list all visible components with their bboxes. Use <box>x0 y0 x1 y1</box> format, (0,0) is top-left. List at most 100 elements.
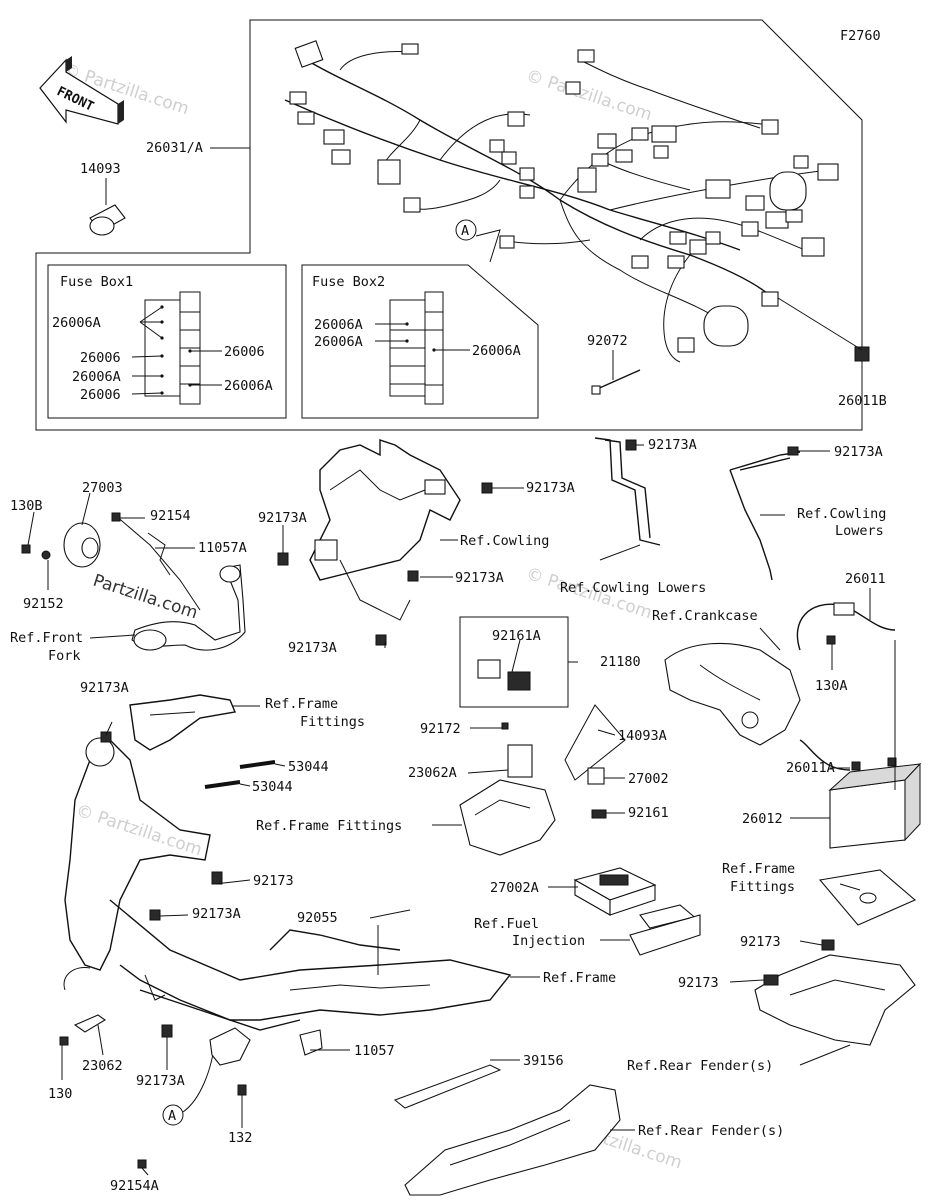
relay-box-21180 <box>459 616 569 708</box>
ref-label[interactable]: Fittings <box>300 714 365 730</box>
part-label[interactable]: 92173A <box>288 640 337 656</box>
part-label[interactable]: 53044 <box>288 759 329 775</box>
fuse-label: 26006 <box>224 344 265 360</box>
part-label[interactable]: 21180 <box>600 654 641 670</box>
fuse-label: 26006A <box>224 378 273 394</box>
part-label[interactable]: 92173A <box>648 437 697 453</box>
fittings-pad <box>818 869 917 926</box>
cowling-bracket-drawing <box>309 439 461 621</box>
part-label[interactable]: 11057 <box>354 1043 395 1059</box>
part-label[interactable]: 23062 <box>82 1058 123 1074</box>
fuse-box-1-title: Fuse Box1 <box>60 274 133 290</box>
part-label[interactable]: 92154A <box>110 1178 159 1194</box>
front-arrow-icon: FRONT <box>39 56 124 125</box>
part-label[interactable]: 92161 <box>628 805 669 821</box>
part-label[interactable]: 92173 <box>740 934 781 950</box>
diagram-code: F2760 <box>840 28 881 44</box>
part-label[interactable]: 92173 <box>678 975 719 991</box>
ref-label[interactable]: Ref.Crankcase <box>652 608 758 624</box>
connector-14093-icon <box>89 204 126 236</box>
part-label[interactable]: 92154 <box>150 508 191 524</box>
ref-label[interactable]: Lowers <box>835 523 884 539</box>
ref-label[interactable]: Ref.Frame <box>722 861 795 877</box>
part-label[interactable]: 14093A <box>618 728 667 744</box>
part-label[interactable]: 23062A <box>408 765 457 781</box>
fuse-label: 26006A <box>52 315 101 331</box>
part-label[interactable]: 26011A <box>786 760 835 776</box>
ref-label[interactable]: Ref.Cowling <box>797 506 886 522</box>
part-label[interactable]: 26012 <box>742 811 783 827</box>
ref-label[interactable]: Fittings <box>730 879 795 895</box>
battery-26012-icon <box>828 757 922 849</box>
part-label[interactable]: 92173A <box>834 444 883 460</box>
ref-label[interactable]: Fork <box>48 648 81 664</box>
watermarks: © Partzilla.com © Partzilla.com © Partzi… <box>60 60 684 1174</box>
part-label[interactable]: 26011 <box>845 571 886 587</box>
part-label[interactable]: 92152 <box>23 596 64 612</box>
part-label[interactable]: 92173 <box>253 873 294 889</box>
fuse-label: 26006 <box>80 350 121 366</box>
fuse-26011b-icon <box>777 297 870 362</box>
ref-label[interactable]: Ref.Cowling <box>460 533 549 549</box>
part-label[interactable]: 130B <box>10 498 43 514</box>
cowling-lowers-bracket-right <box>729 451 801 581</box>
rear-fender-drawing <box>393 1064 621 1196</box>
ref-label[interactable]: Ref.Rear Fender(s) <box>638 1123 784 1139</box>
ref-label[interactable]: Ref.Front <box>10 630 83 646</box>
ecu-27002a-icon <box>573 867 657 916</box>
ref-label[interactable]: Ref.Frame <box>265 696 338 712</box>
ref-label[interactable]: Ref.Fuel <box>474 916 539 932</box>
frame-drawing <box>63 737 512 1066</box>
frame-fittings-bracket <box>129 694 236 751</box>
cable-tie-92072-icon <box>591 369 641 395</box>
part-label[interactable]: 39156 <box>523 1053 564 1069</box>
part-label[interactable]: 11057A <box>198 540 247 556</box>
harness-box <box>35 19 863 431</box>
part-label[interactable]: 26011B <box>838 393 887 409</box>
main-harness-drawing <box>284 40 839 363</box>
fuse-box-1: Fuse Box1 26006A 26006 26006A 26006 2600… <box>47 264 287 419</box>
fasteners <box>21 439 836 1169</box>
ref-label[interactable]: Ref.Rear Fender(s) <box>627 1058 773 1074</box>
part-label[interactable]: 27002A <box>490 880 539 896</box>
part-label[interactable]: 92161A <box>492 628 541 644</box>
horn-27003-icon <box>63 522 101 568</box>
fuel-injection-drawing <box>629 904 701 956</box>
part-label[interactable]: 26031/A <box>146 140 203 156</box>
part-label[interactable]: 27002 <box>628 771 669 787</box>
part-label[interactable]: 92173A <box>258 510 307 526</box>
fuse-label: 26006A <box>314 317 363 333</box>
part-label[interactable]: 92173A <box>455 570 504 586</box>
cowling-lowers-bracket-left <box>594 437 661 546</box>
clip-53044-icon <box>204 760 276 789</box>
reference-marker-a: A <box>455 219 501 263</box>
ref-label[interactable]: Ref.Cowling Lowers <box>560 580 706 596</box>
crankcase-drawing <box>664 642 801 746</box>
part-label[interactable]: 92173A <box>136 1073 185 1089</box>
part-label[interactable]: 92173A <box>192 906 241 922</box>
part-label[interactable]: 27003 <box>82 480 123 496</box>
part-label[interactable]: 130A <box>815 678 848 694</box>
part-label[interactable]: 92072 <box>587 333 628 349</box>
part-label[interactable]: 92055 <box>297 910 338 926</box>
part-label[interactable]: 132 <box>228 1130 252 1146</box>
battery-cable-26011a <box>799 739 851 771</box>
fuse-box-2-title: Fuse Box2 <box>312 274 385 290</box>
part-label[interactable]: 130 <box>48 1086 72 1102</box>
leader-lines <box>27 147 896 1176</box>
ref-label[interactable]: Ref.Frame <box>543 970 616 986</box>
part-label[interactable]: 53044 <box>252 779 293 795</box>
ref-label[interactable]: Injection <box>512 933 585 949</box>
part-label[interactable]: 92172 <box>420 721 461 737</box>
part-label[interactable]: 14093 <box>80 161 121 177</box>
fuse-label: 26006A <box>314 334 363 350</box>
ref-label[interactable]: Ref.Frame Fittings <box>256 818 402 834</box>
fuse-label: 26006A <box>472 343 521 359</box>
svg-text:A: A <box>461 223 469 239</box>
rear-fender-tray <box>754 939 916 1046</box>
part-label[interactable]: 92173A <box>80 680 129 696</box>
battery-cable-26011 <box>796 602 896 651</box>
part-label[interactable]: 92173A <box>526 480 575 496</box>
